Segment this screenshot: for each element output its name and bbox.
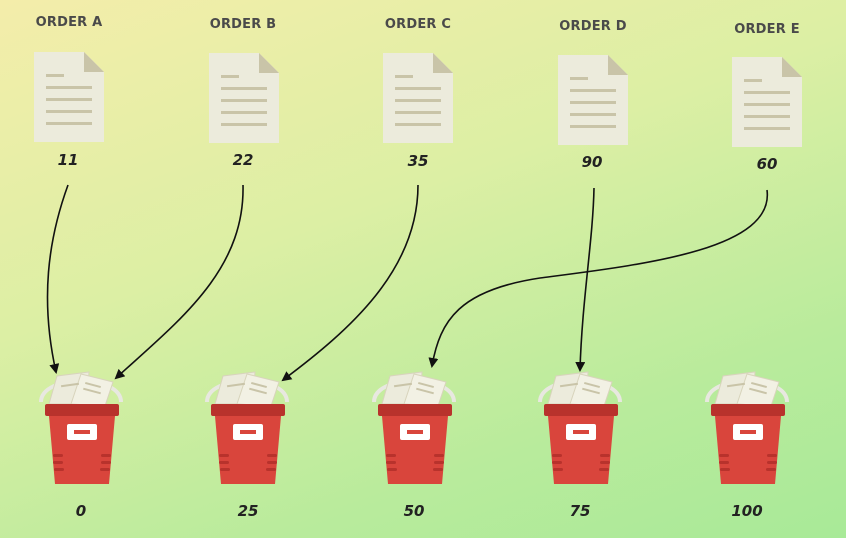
arrow-order-a-to-bucket-0 (46, 184, 69, 374)
bucket-icon (205, 371, 289, 484)
document-icon (34, 52, 104, 142)
order-c-label: ORDER C (384, 17, 452, 32)
bucket-100-label: 100 (731, 502, 763, 520)
order-c-value: 35 (407, 152, 429, 170)
document-icon (383, 53, 453, 143)
order-a-label: ORDER A (35, 15, 103, 30)
bucket-icon (39, 371, 123, 484)
order-b-value: 22 (232, 151, 254, 169)
bucket-75-label: 75 (569, 502, 591, 520)
bucket-icon (705, 371, 789, 484)
bucket-25-label: 25 (237, 502, 259, 520)
order-e-value: 60 (756, 155, 778, 173)
arrow-order-b-to-bucket-0 (114, 184, 244, 380)
document-icon (558, 55, 628, 145)
order-a-value: 11 (57, 151, 79, 169)
bucket-50-label: 50 (403, 502, 425, 520)
document-icon (732, 57, 802, 147)
document-icon (209, 53, 279, 143)
order-d-value: 90 (581, 153, 603, 171)
order-e-label: ORDER E (734, 22, 800, 37)
arrow-order-d-to-bucket-75 (575, 187, 595, 372)
bucket-0-label: 0 (75, 502, 87, 520)
bucket-icon (372, 371, 456, 484)
bucket-icon (538, 371, 622, 484)
arrow-order-c-to-bucket-25 (281, 184, 419, 382)
order-b-label: ORDER B (209, 17, 277, 32)
order-d-label: ORDER D (559, 19, 627, 34)
arrow-order-e-to-bucket-50 (428, 189, 768, 368)
